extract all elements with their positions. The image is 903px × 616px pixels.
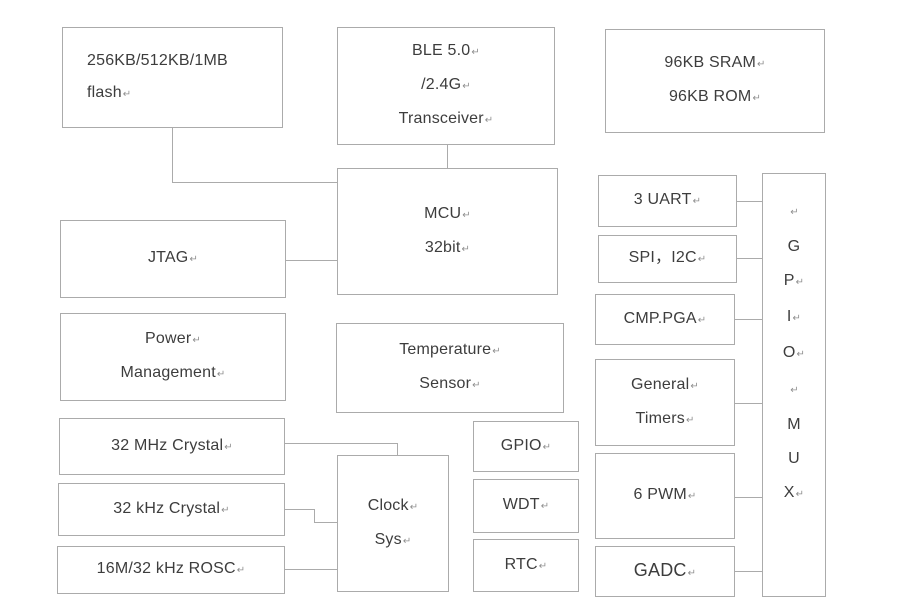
block-label: Transceiver↵ <box>398 110 494 127</box>
block-label: SPI，I2C↵ <box>628 249 707 266</box>
block-label: U <box>788 450 800 467</box>
block-label: Temperature↵ <box>399 341 501 358</box>
block-label: 32 MHz Crystal↵ <box>111 436 233 454</box>
block-label: M <box>787 416 801 433</box>
block-gpio-mux: ↵ G P↵ I↵ O↵ ↵ M U X↵ <box>762 173 826 597</box>
block-label: flash↵ <box>87 83 132 101</box>
connector-ble-mcu <box>447 145 448 168</box>
block-32khz-crystal: 32 kHz Crystal↵ <box>58 483 285 536</box>
block-label: Sys↵ <box>374 530 412 548</box>
block-label: 96KB ROM↵ <box>668 88 762 105</box>
block-wdt: WDT↵ <box>473 479 579 533</box>
block-mcu: MCU↵ 32bit↵ <box>337 168 558 295</box>
block-label: G <box>787 238 801 255</box>
connector-32khz-clock-v <box>314 509 315 523</box>
block-label: ↵ <box>790 385 799 396</box>
connector-32mhz-clock-h <box>285 443 398 444</box>
block-spi-i2c: SPI，I2C↵ <box>598 235 737 283</box>
block-rtc: RTC↵ <box>473 539 579 592</box>
connector-flash-mcu-h <box>172 182 337 183</box>
block-label: /2.4G↵ <box>421 76 471 93</box>
block-label: CMP.PGA↵ <box>623 309 707 327</box>
connector-cmp-mux <box>735 319 762 320</box>
block-flash-memory: 256KB/512KB/1MB flash↵ <box>62 27 283 128</box>
block-label: Management↵ <box>120 364 226 381</box>
connector-32khz-clock-h2 <box>314 522 337 523</box>
block-label: 96KB SRAM↵ <box>664 54 766 71</box>
connector-32khz-clock-h1 <box>285 509 315 510</box>
connector-pwm-mux <box>735 497 762 498</box>
block-label: JTAG↵ <box>147 249 199 266</box>
connector-flash-mcu-v <box>172 128 173 183</box>
block-ble-transceiver: BLE 5.0↵ /2.4G↵ Transceiver↵ <box>337 27 555 145</box>
block-temperature-sensor: Temperature↵ Sensor↵ <box>336 323 564 413</box>
block-label: 32 kHz Crystal↵ <box>113 499 230 517</box>
block-label: GPIO↵ <box>500 436 552 454</box>
block-label: Clock↵ <box>367 496 419 514</box>
block-rosc: 16M/32 kHz ROSC↵ <box>57 546 285 594</box>
block-label: X↵ <box>783 484 805 501</box>
block-gpio: GPIO↵ <box>473 421 579 472</box>
block-label: Timers↵ <box>635 409 695 427</box>
block-sram-rom: 96KB SRAM↵ 96KB ROM↵ <box>605 29 825 133</box>
block-jtag: JTAG↵ <box>60 220 286 298</box>
block-label: Sensor↵ <box>419 375 481 392</box>
block-label: 16M/32 kHz ROSC↵ <box>96 560 246 577</box>
block-label: Power↵ <box>145 330 201 347</box>
block-32mhz-crystal: 32 MHz Crystal↵ <box>59 418 285 475</box>
block-label: 32bit↵ <box>424 238 471 256</box>
block-label: 256KB/512KB/1MB <box>87 51 228 69</box>
connector-32mhz-clock-v <box>397 443 398 455</box>
connector-rosc-clock <box>285 569 337 570</box>
block-uart: 3 UART↵ <box>598 175 737 227</box>
block-label: I↵ <box>786 308 802 325</box>
block-pwm: 6 PWM↵ <box>595 453 735 539</box>
block-general-timers: General↵ Timers↵ <box>595 359 735 446</box>
connector-jtag-mcu <box>286 260 337 261</box>
block-gadc: GADC↵ <box>595 546 735 597</box>
block-cmp-pga: CMP.PGA↵ <box>595 294 735 345</box>
connector-timers-mux <box>735 403 762 404</box>
block-label: RTC↵ <box>504 555 548 573</box>
connector-uart-mux <box>737 201 762 202</box>
block-label: ↵ <box>790 207 799 218</box>
block-label: GADC↵ <box>633 559 697 580</box>
block-power-management: Power↵ Management↵ <box>60 313 286 401</box>
connector-gadc-mux <box>735 571 762 572</box>
block-label: O↵ <box>782 344 806 361</box>
connector-spi-mux <box>737 258 762 259</box>
block-clock-sys: Clock↵ Sys↵ <box>337 455 449 592</box>
block-label: General↵ <box>631 375 699 393</box>
block-label: BLE 5.0↵ <box>412 42 480 59</box>
block-label: 6 PWM↵ <box>633 486 697 503</box>
block-label: MCU↵ <box>424 204 471 222</box>
block-label: WDT↵ <box>502 496 550 513</box>
block-label: 3 UART↵ <box>633 191 702 208</box>
block-label: P↵ <box>783 272 805 289</box>
